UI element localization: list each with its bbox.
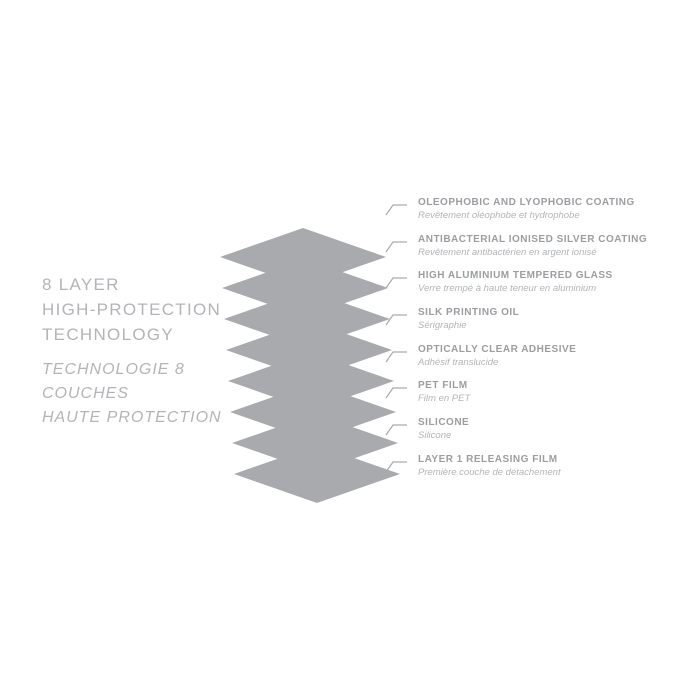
layer-label-title: OLEOPHOBIC AND LYOPHOBIC COATING xyxy=(418,197,635,208)
layer-label-subtitle: Silicone xyxy=(418,430,452,441)
layer-label-title: ANTIBACTERIAL IONISED SILVER COATING xyxy=(418,234,648,245)
layer-label-4: SILK PRINTING OIL Sérigraphie xyxy=(418,307,683,331)
connector-hook-6 xyxy=(385,387,407,399)
diagram-subtitle-line: COUCHES xyxy=(42,385,130,402)
layer-label-title: SILK PRINTING OIL xyxy=(418,307,520,318)
diagram-title-line: HIGH-PROTECTION xyxy=(42,300,222,319)
layer-label-3: HIGH ALUMINIUM TEMPERED GLASS Verre trem… xyxy=(418,270,683,294)
layer-shape-2 xyxy=(222,259,388,317)
layer-label-title: SILICONE xyxy=(418,417,470,428)
connector-hook-2 xyxy=(385,241,407,253)
diagram-subtitle-line: HAUTE PROTECTION xyxy=(42,409,222,426)
layer-label-8: LAYER 1 RELEASING FILM Première couche d… xyxy=(418,454,683,478)
layer-shape-1 xyxy=(220,228,386,286)
layer-label-subtitle: Verre trempé à haute teneur en aluminium xyxy=(418,283,597,294)
layer-label-title: PET FILM xyxy=(418,380,468,391)
connector-hook-8 xyxy=(385,461,407,473)
layer-shape-7 xyxy=(232,414,398,472)
layer-label-subtitle: Sérigraphie xyxy=(418,320,467,331)
layer-label-subtitle: Film en PET xyxy=(418,393,471,404)
layer-label-subtitle: Adhésif translucide xyxy=(418,357,499,368)
connector-hook-4 xyxy=(385,314,407,326)
layer-label-1: OLEOPHOBIC AND LYOPHOBIC COATING Revêtem… xyxy=(418,197,683,221)
layer-shape-5 xyxy=(228,352,394,410)
layer-label-subtitle: Revêtement oléophobe et hydrophobe xyxy=(418,210,580,221)
connector-hook-3 xyxy=(385,277,407,289)
layer-label-subtitle: Première couche de détachement xyxy=(418,467,561,478)
layer-label-title: LAYER 1 RELEASING FILM xyxy=(418,454,558,465)
layer-label-title: HIGH ALUMINIUM TEMPERED GLASS xyxy=(418,270,613,281)
connector-hook-7 xyxy=(385,424,407,436)
diagram-title: 8 LAYER HIGH-PROTECTION TECHNOLOGY xyxy=(42,272,221,347)
layer-shape-4 xyxy=(226,321,392,379)
connector-hook-1 xyxy=(385,204,407,216)
diagram-title-line: TECHNOLOGY xyxy=(42,325,175,344)
layer-label-7: SILICONE Silicone xyxy=(418,417,683,441)
layer-label-6: PET FILM Film en PET xyxy=(418,380,683,404)
diagram-subtitle-line: TECHNOLOGIE 8 xyxy=(42,361,185,378)
layer-label-5: OPTICALLY CLEAR ADHESIVE Adhésif translu… xyxy=(418,344,683,368)
diagram-title-line: 8 LAYER xyxy=(42,275,120,294)
layer-label-title: OPTICALLY CLEAR ADHESIVE xyxy=(418,344,577,355)
layer-label-2: ANTIBACTERIAL IONISED SILVER COATING Rev… xyxy=(418,234,683,258)
layer-label-subtitle: Revêtement antibactérien en argent ionis… xyxy=(418,247,597,258)
diagram-subtitle-french: TECHNOLOGIE 8 COUCHES HAUTE PROTECTION xyxy=(42,358,222,430)
layer-shape-3 xyxy=(224,290,390,348)
layer-shape-6 xyxy=(230,383,396,441)
connector-hook-5 xyxy=(385,351,407,363)
layer-shape-8 xyxy=(234,445,400,503)
